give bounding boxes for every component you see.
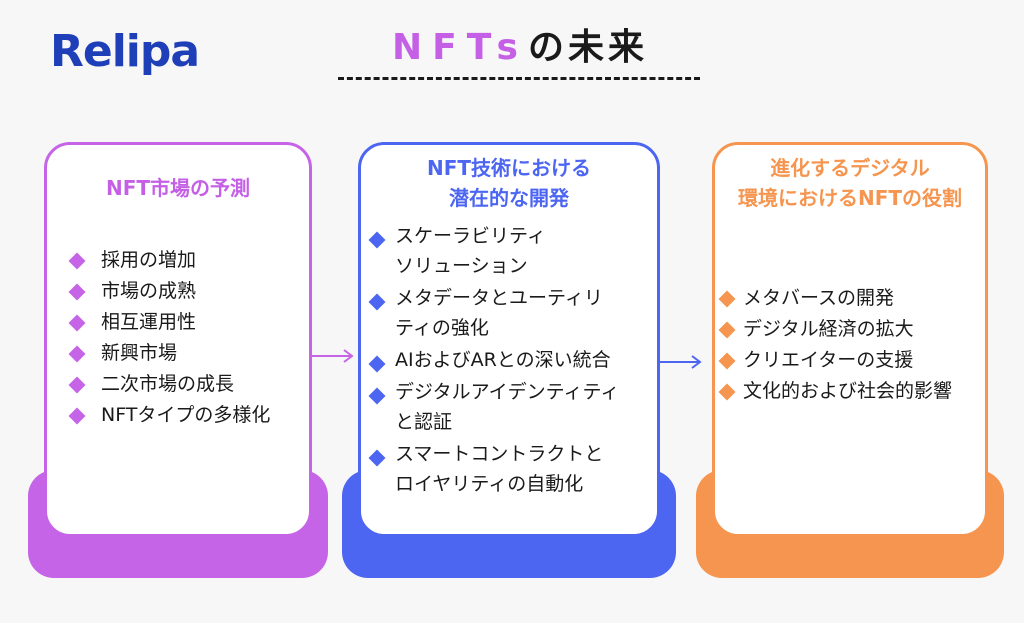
diamond-bullet-icon [718, 290, 736, 308]
title-nfts: NFTs [392, 27, 528, 68]
card-digital-role: 進化するデジタル 環境におけるNFTの役割 メタバースの開発 デジタル経済の拡大… [712, 142, 988, 537]
diamond-bullet-icon [68, 376, 86, 394]
diamond-bullet-icon [368, 387, 386, 405]
title-underline [338, 77, 700, 80]
list-item: 市場の成熟 [67, 276, 309, 307]
list-item: クリエイターの支援 [717, 345, 985, 376]
diamond-bullet-icon [368, 449, 386, 467]
tech-list: スケーラビリティソリューション メタデータとユーティリティの強化 AIおよびAR… [361, 221, 657, 499]
page-title: NFTsの未来 [340, 30, 700, 66]
arrow-right-icon [660, 355, 702, 369]
relipa-logo: Relipa [50, 26, 200, 77]
diamond-bullet-icon [368, 293, 386, 311]
list-item: スマートコントラクトとロイヤリティの自動化 [365, 439, 657, 499]
diamond-bullet-icon [68, 345, 86, 363]
list-item: NFTタイプの多様化 [67, 400, 309, 431]
list-item: スケーラビリティソリューション [365, 221, 657, 281]
market-list: 採用の増加 市場の成熟 相互運用性 新興市場 二次市場の成長 NFTタイプの多様… [47, 245, 309, 431]
diamond-bullet-icon [718, 352, 736, 370]
card-market-forecast: NFT市場の予測 採用の増加 市場の成熟 相互運用性 新興市場 二次市場の成長 … [44, 142, 312, 537]
list-item: メタバースの開発 [717, 283, 985, 314]
diamond-bullet-icon [718, 321, 736, 339]
title-future: の未来 [527, 27, 648, 68]
diamond-bullet-icon [368, 231, 386, 249]
card-title-role: 進化するデジタル 環境におけるNFTの役割 [737, 156, 963, 210]
card-title-tech: NFT技術における 潜在的な開発 [426, 156, 592, 210]
card-tech-development: NFT技術における 潜在的な開発 スケーラビリティソリューション メタデータとユ… [358, 142, 660, 537]
arrow-right-icon [312, 349, 354, 363]
diamond-bullet-icon [68, 252, 86, 270]
list-item: AIおよびARとの深い統合 [365, 345, 657, 375]
role-list: メタバースの開発 デジタル経済の拡大 クリエイターの支援 文化的および社会的影響 [715, 283, 985, 407]
list-item: デジタル経済の拡大 [717, 314, 985, 345]
diamond-bullet-icon [68, 407, 86, 425]
diamond-bullet-icon [718, 383, 736, 401]
list-item: メタデータとユーティリティの強化 [365, 283, 657, 343]
card-title-market: NFT市場の予測 [105, 176, 251, 200]
list-item: 採用の増加 [67, 245, 309, 276]
list-item: 文化的および社会的影響 [717, 376, 985, 407]
diamond-bullet-icon [68, 283, 86, 301]
diamond-bullet-icon [68, 314, 86, 332]
diamond-bullet-icon [368, 355, 386, 373]
list-item: デジタルアイデンティティと認証 [365, 377, 657, 437]
list-item: 相互運用性 [67, 307, 309, 338]
list-item: 二次市場の成長 [67, 369, 309, 400]
list-item: 新興市場 [67, 338, 309, 369]
